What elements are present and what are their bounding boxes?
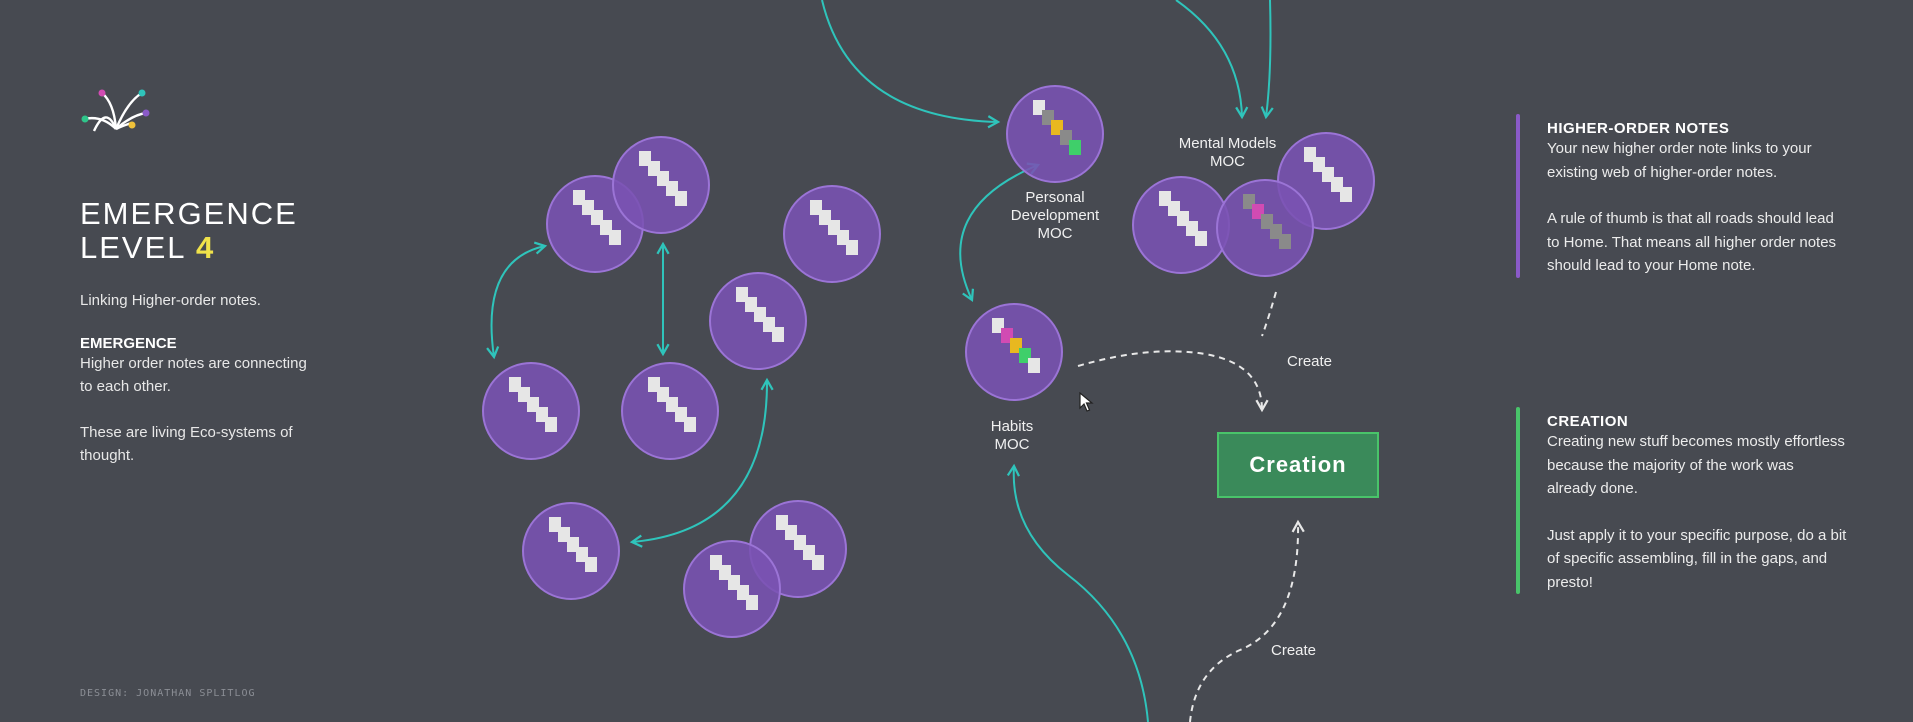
creation-box: Creation: [1217, 432, 1379, 498]
title-level-number: 4: [195, 230, 216, 265]
incoming-arrow: [1006, 463, 1149, 722]
ecosystem-description: These are living Eco-systems of thought.: [80, 424, 293, 464]
colored-note-stack-icon: [1033, 100, 1081, 155]
section-accent-bar: [1516, 407, 1520, 594]
section-paragraph: Creating new stuff becomes mostly effort…: [1547, 433, 1845, 497]
page-title: EMERGENCE LEVEL 4: [80, 197, 320, 265]
left-panel: EMERGENCE LEVEL 4 Linking Higher-order n…: [80, 85, 320, 467]
label-line: MOC: [1210, 153, 1245, 170]
personal-development-moc-label: Personal Development MOC: [990, 189, 1120, 243]
create-arrow: [1189, 519, 1305, 722]
label-line: Development: [1010, 207, 1100, 224]
emergence-description: Higher order notes are connecting to eac…: [80, 355, 307, 395]
link-arrow: [629, 377, 774, 548]
label-line: Personal: [1025, 189, 1085, 206]
create-label: Create: [1271, 642, 1317, 659]
design-credit: DESIGN: JONATHAN SPLITLOG: [80, 688, 256, 699]
incoming-arrow: [1175, 0, 1249, 120]
link-arrow: [959, 162, 1041, 303]
emergence-heading: EMERGENCE: [80, 335, 177, 352]
creation-section: CREATION Creating new stuff becomes most…: [1516, 407, 1847, 594]
higher-order-notes-section: HIGHER-ORDER NOTES Your new higher order…: [1516, 114, 1847, 278]
label-line: Habits: [990, 418, 1034, 435]
title-level-prefix: LEVEL: [80, 230, 196, 265]
habits-moc-label: Habits MOC: [962, 418, 1062, 454]
mouse-cursor-icon: [1079, 392, 1094, 412]
section-title: CREATION: [1547, 413, 1629, 430]
section-paragraph: Your new higher order note links to your…: [1547, 140, 1812, 181]
mental-models-moc-label: Mental Models MOC: [1160, 135, 1295, 171]
label-line: Mental Models: [1178, 135, 1277, 152]
colored-note-stack-icon: [992, 318, 1040, 373]
incoming-arrow: [1260, 0, 1274, 120]
create-arrow: [1077, 350, 1269, 413]
section-title: HIGHER-ORDER NOTES: [1547, 120, 1730, 137]
title-line-1: EMERGENCE: [80, 196, 298, 231]
title-line-2: LEVEL 4: [80, 231, 320, 265]
link-arrow: [486, 241, 548, 360]
label-line: MOC: [1037, 225, 1073, 242]
create-label: Create: [1287, 353, 1333, 370]
label-line: MOC: [994, 436, 1030, 453]
section-accent-bar: [1516, 114, 1520, 278]
subtitle: Linking Higher-order notes.: [80, 292, 261, 309]
create-arrow: [1261, 291, 1277, 337]
incoming-arrow: [821, 0, 1001, 129]
colored-note-stack-icon: [1243, 194, 1291, 249]
section-paragraph: Just apply it to your specific purpose, …: [1547, 526, 1847, 591]
emergence-logo-icon: [81, 89, 150, 132]
section-paragraph: A rule of thumb is that all roads should…: [1547, 210, 1837, 274]
